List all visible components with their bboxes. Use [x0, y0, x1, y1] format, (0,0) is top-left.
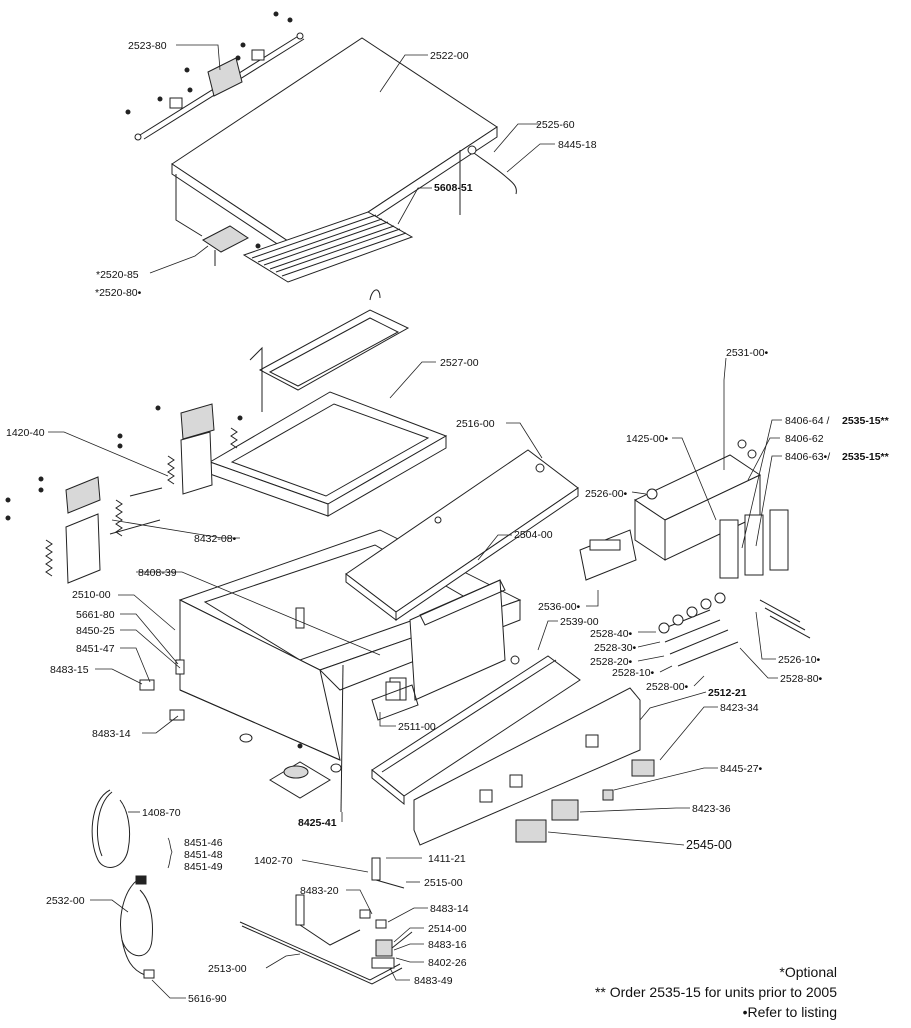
- label-8406-63: 8406-63•/: [785, 451, 830, 463]
- label-2515-00: 2515-00: [424, 877, 463, 889]
- part-labels: 2523-80 2522-00 2525-60 8445-18 5608-51 …: [6, 40, 890, 1005]
- label-8483-49: 8483-49: [414, 975, 453, 987]
- channel-rail: [371, 655, 581, 806]
- hinge-bracket: [207, 57, 243, 97]
- label-8402-26: 8402-26: [428, 957, 467, 969]
- label-2528-20: 2528-20•: [590, 656, 633, 668]
- note-order: ** Order 2535-15 for units prior to 2005: [594, 984, 837, 1000]
- label-2535-15-a: 2535-15**: [842, 415, 890, 427]
- label-5616-90: 5616-90: [188, 993, 227, 1005]
- latch-bracket: [202, 225, 261, 266]
- label-2504-00: 2504-00: [514, 529, 553, 541]
- note-refer: •Refer to listing: [742, 1004, 837, 1020]
- control-panel: [413, 687, 641, 846]
- label-2526-10: 2526-10•: [778, 654, 821, 666]
- hinge-rod-assembly: [125, 11, 305, 141]
- label-8483-16: 8483-16: [428, 939, 467, 951]
- label-1411-21: 1411-21: [428, 853, 466, 865]
- top-cover: [345, 449, 579, 622]
- cord-1408-70: [91, 789, 131, 868]
- label-8406-62: 8406-62: [785, 433, 824, 445]
- label-8451-48: 8451-48: [184, 849, 223, 861]
- label-2528-30: 2528-30•: [594, 642, 637, 654]
- label-2525-60: 2525-60: [536, 119, 575, 131]
- label-8483-20: 8483-20: [300, 885, 339, 897]
- label-2528-10: 2528-10•: [612, 667, 655, 679]
- label-2522-00: 2522-00: [430, 50, 469, 62]
- line-2513-00: [239, 921, 403, 985]
- feet-and-fittings: [139, 659, 342, 799]
- inner-tray-2511-00: [371, 681, 419, 721]
- label-2513-00: 2513-00: [208, 963, 247, 975]
- power-cord: [120, 875, 155, 979]
- leader-lines: [48, 44, 782, 999]
- label-2510-00: 2510-00: [72, 589, 111, 601]
- label-8445-27: 8445-27•: [720, 763, 763, 775]
- label-8432-08: 8432-08•: [194, 533, 237, 545]
- broiler-rack: [242, 211, 414, 283]
- thermostat-set: [658, 592, 811, 667]
- switch-box: [633, 439, 789, 579]
- label-2532-00: 2532-00: [46, 895, 85, 907]
- label-2511-00: 2511-00: [398, 721, 436, 733]
- label-2526-00: 2526-00•: [585, 488, 628, 500]
- indicator-light-8445-27: [602, 789, 614, 801]
- label-8425-41: 8425-41: [298, 817, 337, 829]
- label-8451-46: 8451-46: [184, 837, 223, 849]
- switches-right: [515, 759, 655, 843]
- label-8451-49: 8451-49: [184, 861, 223, 873]
- label-1408-70: 1408-70: [142, 807, 181, 819]
- label-2536-00: 2536-00•: [538, 601, 581, 613]
- label-1402-70: 1402-70: [254, 855, 293, 867]
- label-5661-80: 5661-80: [76, 609, 115, 621]
- label-8450-25: 8450-25: [76, 625, 115, 637]
- label-2512-21: 2512-21: [708, 687, 747, 699]
- label-2528-00: 2528-00•: [646, 681, 689, 693]
- label-2545-00: 2545-00: [686, 838, 732, 852]
- label-2539-00: 2539-00: [560, 616, 599, 628]
- label-8483-14-a: 8483-14: [92, 728, 131, 740]
- lid-cord: [467, 145, 517, 195]
- label-2535-15-b: 2535-15**: [842, 451, 890, 463]
- label-1420-40: 1420-40: [6, 427, 45, 439]
- label-2528-80: 2528-80•: [780, 673, 823, 685]
- label-2528-40: 2528-40•: [590, 628, 633, 640]
- label-8445-18: 8445-18: [558, 139, 597, 151]
- label-8451-47: 8451-47: [76, 643, 115, 655]
- switch-8423-36: [551, 799, 579, 821]
- footnotes: *Optional ** Order 2535-15 for units pri…: [595, 962, 837, 1022]
- valve-assembly: [295, 857, 413, 969]
- left-side-brackets: [5, 403, 243, 584]
- label-8423-36: 8423-36: [692, 803, 731, 815]
- label-2527-00: 2527-00: [440, 357, 479, 369]
- label-8483-15: 8483-15: [50, 664, 89, 676]
- probe-8425-41: [340, 664, 344, 813]
- label-8406-64: 8406-64 /: [785, 415, 829, 427]
- label-2523-80: 2523-80: [128, 40, 167, 52]
- label-2520-85: *2520-85: [96, 269, 139, 281]
- label-2516-00: 2516-00: [456, 418, 495, 430]
- label-1425-00: 1425-00•: [626, 433, 669, 445]
- rocker-switch-8423-34: [631, 759, 655, 777]
- thermostat-bracket: [579, 529, 637, 581]
- drip-pan: [208, 391, 448, 517]
- label-2514-00: 2514-00: [428, 923, 467, 935]
- switch-2545-00: [515, 819, 547, 843]
- center-probe: [295, 607, 305, 629]
- element-frame: [249, 289, 410, 412]
- label-8423-34: 8423-34: [720, 702, 759, 714]
- label-5608-51: 5608-51: [434, 182, 473, 194]
- label-2531-00: 2531-00•: [726, 347, 769, 359]
- label-2520-80: *2520-80•: [95, 287, 142, 299]
- label-8408-39: 8408-39: [138, 567, 177, 579]
- label-8483-14-b: 8483-14: [430, 903, 469, 915]
- note-optional: *Optional: [779, 964, 837, 980]
